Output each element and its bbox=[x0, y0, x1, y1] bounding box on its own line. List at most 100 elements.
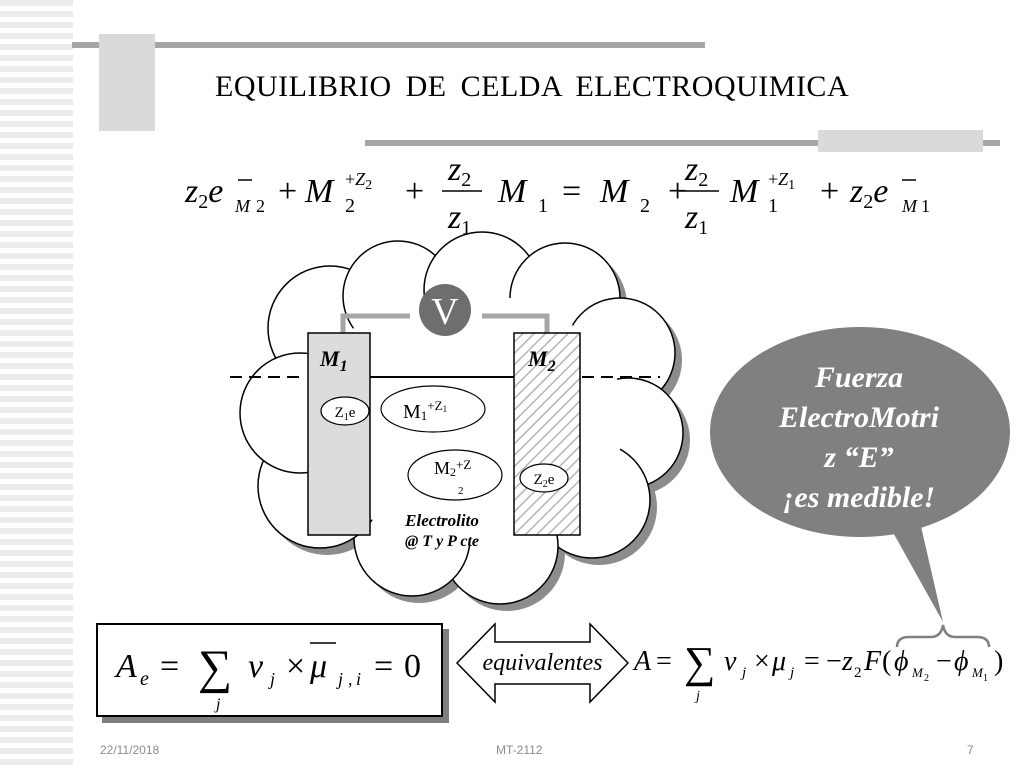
svg-text:∑: ∑ bbox=[684, 638, 715, 687]
svg-text:ϕ: ϕ bbox=[954, 646, 969, 677]
svg-text:+: + bbox=[820, 173, 839, 210]
svg-text:A: A bbox=[114, 648, 137, 685]
electrode-m1 bbox=[307, 332, 371, 536]
svg-text:z1: z1 bbox=[684, 199, 708, 239]
svg-text:M1: M1 bbox=[901, 196, 930, 216]
ion-m2-label-continued: 2 bbox=[458, 485, 464, 497]
affinity-formula: A e = ∑ j ν j × μ j , i = 0 bbox=[114, 641, 421, 713]
equivalence-label: equivalentes bbox=[482, 650, 603, 676]
svg-text:2: 2 bbox=[854, 665, 862, 681]
footer-course-code: MT-2112 bbox=[496, 743, 543, 757]
decorative-stripes bbox=[0, 0, 73, 768]
svg-text:=: = bbox=[562, 173, 581, 210]
svg-text:×: × bbox=[754, 646, 770, 677]
svg-text:M: M bbox=[304, 173, 335, 210]
svg-text:=: = bbox=[374, 648, 393, 685]
emf-callout-bubble bbox=[710, 327, 1010, 648]
svg-text:+Z2: +Z2 bbox=[345, 169, 372, 193]
svg-text:M: M bbox=[599, 173, 630, 210]
callout-line-1: Fuerza bbox=[814, 361, 904, 394]
wire-left bbox=[340, 313, 410, 333]
decorative-block-right bbox=[818, 130, 983, 152]
top-rule bbox=[72, 42, 705, 48]
callout-line-4: ¡es medible! bbox=[782, 481, 936, 514]
svg-text:ν: ν bbox=[248, 648, 264, 685]
svg-text:∑: ∑ bbox=[198, 641, 232, 694]
electrode-m2 bbox=[513, 332, 581, 536]
svg-text:=: = bbox=[804, 646, 820, 677]
svg-text:0: 0 bbox=[404, 648, 421, 685]
brace-icon bbox=[895, 624, 991, 648]
svg-text:A: A bbox=[632, 646, 652, 677]
svg-text:z1: z1 bbox=[447, 199, 471, 239]
svg-text:z2e: z2e bbox=[184, 173, 223, 213]
svg-text:+: + bbox=[668, 173, 687, 210]
svg-text:(: ( bbox=[882, 646, 891, 677]
electrode-m2-label: M2 bbox=[527, 346, 556, 375]
svg-text:×: × bbox=[286, 648, 305, 685]
emf-callout-text: Fuerza ElectroMotri z “E” ¡es medible! bbox=[752, 358, 966, 518]
electrolyte-conditions: @ T y P cte bbox=[405, 533, 479, 550]
slide-title: EQUILIBRIO DE CELDA ELECTROQUIMICA bbox=[215, 70, 850, 103]
svg-text:ϕ: ϕ bbox=[894, 646, 909, 677]
ion-m2 bbox=[407, 449, 503, 501]
svg-text:j: j bbox=[788, 665, 794, 681]
svg-text:M2: M2 bbox=[234, 196, 265, 216]
svg-text:−: − bbox=[936, 646, 952, 677]
svg-text:μ: μ bbox=[771, 646, 786, 677]
electrode-m1-label: M1 bbox=[319, 346, 348, 375]
electrochemical-cell-diagram: V M1 M2 Z1e Z2e M1+Z1 M2+Z 2 Electrolito… bbox=[230, 231, 690, 611]
svg-text:=: = bbox=[160, 648, 179, 685]
svg-text:μ: μ bbox=[309, 648, 327, 685]
svg-text:e: e bbox=[140, 668, 149, 690]
electron-z1e-label: Z1e bbox=[335, 405, 356, 423]
svg-text:2: 2 bbox=[924, 673, 929, 684]
footer-date: 22/11/2018 bbox=[100, 743, 160, 757]
svg-text:i: i bbox=[356, 669, 361, 689]
svg-text:M: M bbox=[729, 173, 760, 210]
svg-text:M: M bbox=[911, 665, 924, 680]
wire-right bbox=[482, 313, 550, 333]
svg-text:2: 2 bbox=[345, 195, 355, 217]
electrolyte-label: Electrolito bbox=[404, 511, 479, 530]
svg-text:j: j bbox=[336, 669, 343, 689]
svg-text:2: 2 bbox=[640, 195, 650, 217]
footer-page-number: 7 bbox=[967, 743, 974, 757]
voltmeter-label: V bbox=[431, 291, 459, 333]
svg-text:z: z bbox=[841, 646, 853, 677]
svg-text:j: j bbox=[214, 696, 221, 713]
svg-text:ν: ν bbox=[724, 646, 737, 677]
svg-text:1: 1 bbox=[983, 673, 988, 684]
svg-text:j: j bbox=[694, 689, 700, 704]
affinity-formula-box: A e = ∑ j ν j × μ j , i = 0 bbox=[96, 623, 443, 717]
svg-text:,: , bbox=[348, 669, 353, 689]
svg-text:+Z1: +Z1 bbox=[768, 169, 795, 193]
callout-line-3: z “E” bbox=[824, 441, 894, 474]
voltmeter-icon bbox=[419, 284, 471, 336]
ion-m1 bbox=[380, 385, 486, 433]
svg-text:1: 1 bbox=[768, 195, 778, 217]
svg-text:M: M bbox=[497, 173, 528, 210]
svg-text:z2: z2 bbox=[684, 151, 708, 191]
svg-text:M: M bbox=[971, 665, 984, 680]
callout-line-2: ElectroMotri bbox=[778, 401, 939, 434]
svg-text:F: F bbox=[863, 646, 882, 677]
ion-m2-label: M2+Z bbox=[434, 457, 471, 479]
svg-text:j: j bbox=[268, 669, 275, 689]
svg-text:z2: z2 bbox=[447, 151, 471, 191]
decorative-block-left bbox=[99, 34, 155, 131]
svg-text:): ) bbox=[994, 646, 1003, 677]
svg-text:+: + bbox=[278, 173, 297, 210]
lower-rule bbox=[365, 140, 1000, 146]
svg-text:=: = bbox=[656, 646, 672, 677]
equivalence-double-arrow bbox=[455, 622, 630, 704]
svg-text:−: − bbox=[826, 646, 842, 677]
electron-z2e-label: Z2e bbox=[534, 472, 555, 490]
svg-text:+: + bbox=[405, 173, 424, 210]
ion-m1-label: M1+Z1 bbox=[403, 398, 447, 423]
svg-text:j: j bbox=[740, 665, 746, 681]
affinity-potential-formula: A = ∑ j ν j × μ j = − z 2 F ( ϕ M 2 − ϕ … bbox=[632, 638, 1003, 704]
svg-text:z2e: z2e bbox=[849, 173, 888, 213]
svg-text:1: 1 bbox=[538, 195, 548, 217]
